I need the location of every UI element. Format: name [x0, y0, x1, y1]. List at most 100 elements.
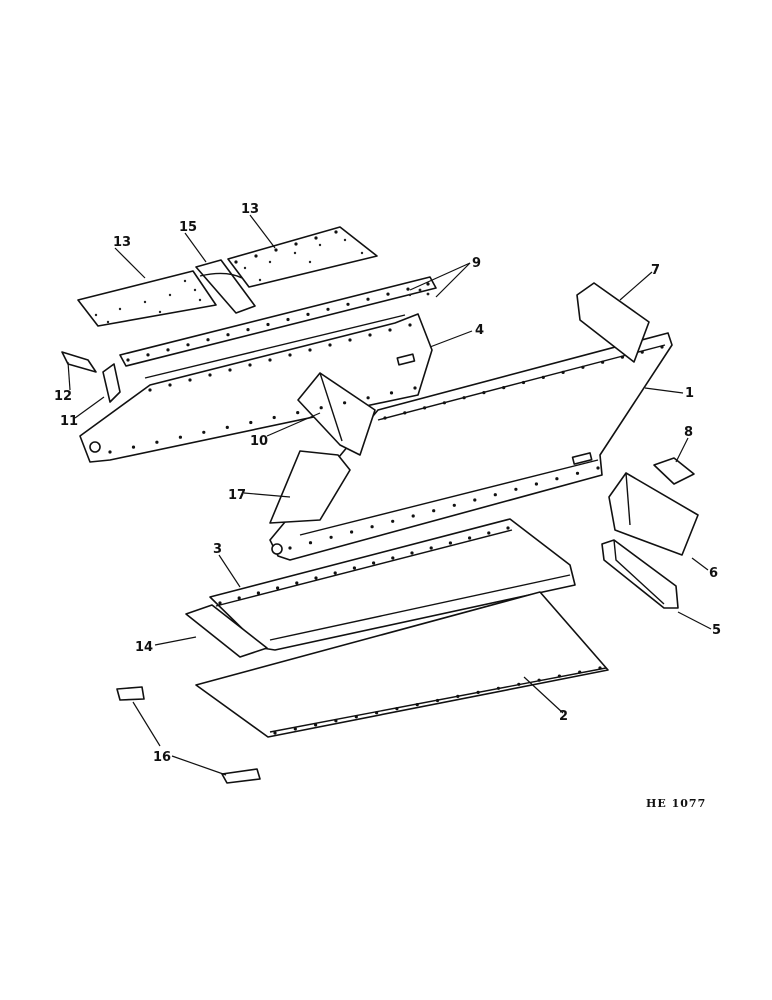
rivet-hole: [329, 535, 333, 539]
rivet-hole: [286, 317, 290, 322]
rivet-hole: [581, 365, 585, 369]
rivet-hole: [248, 363, 252, 367]
rivet-hole: [388, 328, 392, 332]
rivet-hole: [314, 236, 318, 240]
rivet-hole: [370, 525, 374, 529]
rivet-hole: [246, 328, 250, 332]
rivet-hole: [423, 406, 427, 410]
clip-12: [61, 351, 97, 373]
rivet-hole: [456, 694, 460, 699]
rivet-hole: [413, 386, 417, 390]
rivet-hole: [350, 530, 354, 534]
rivet-hole: [254, 254, 258, 258]
rivet-hole: [391, 519, 395, 523]
panel-13-left: [77, 270, 217, 327]
rivet-hole: [506, 526, 510, 530]
rivet-hole: [237, 596, 241, 600]
rivet-hole: [308, 541, 313, 545]
strip-9: [119, 276, 437, 367]
rivet-hole: [534, 482, 539, 486]
rivet-hole: [493, 493, 497, 497]
main-side-sheet-1: [269, 332, 673, 561]
callout-3: 3: [213, 542, 222, 557]
holes-plate-3: [218, 526, 510, 605]
rivet-hole: [274, 248, 278, 252]
holes-side-4-bottom: [108, 386, 417, 454]
rivet-hole: [383, 416, 387, 420]
rivet-hole: [206, 338, 210, 342]
rivet-hole: [319, 406, 323, 410]
callout-13-right: 13: [241, 202, 259, 217]
rivet-hole: [487, 531, 491, 535]
rivet-hole: [426, 282, 430, 286]
rivet-hole: [126, 358, 130, 362]
bracket-11: [102, 363, 121, 403]
panel-17: [269, 450, 351, 524]
rivet-hole: [386, 292, 390, 296]
rivet-hole: [234, 260, 238, 264]
plate-16-lower: [221, 768, 261, 784]
rivet-hole: [598, 666, 602, 670]
rivet-hole: [168, 383, 172, 387]
rivet-hole: [308, 348, 312, 352]
callout-6: 6: [709, 566, 718, 581]
rivet-hole: [108, 450, 112, 454]
rivet-hole: [293, 727, 297, 731]
rivet-hole: [288, 546, 292, 550]
rivet-hole: [462, 396, 466, 400]
rivet-hole: [561, 370, 565, 374]
plate-14: [185, 604, 268, 658]
rivet-hole: [333, 571, 337, 575]
side-sheet-4: [79, 313, 433, 463]
rivet-hole: [314, 723, 318, 727]
rivet-hole: [496, 686, 500, 690]
rivet-hole: [146, 353, 150, 357]
callout-1: 1: [685, 386, 694, 401]
rivet-hole: [403, 411, 407, 415]
rivet-hole: [408, 323, 412, 327]
rivet-hole: [296, 411, 300, 415]
rivet-hole: [343, 401, 347, 405]
rivet-hole: [273, 731, 277, 735]
rivet-hole: [228, 368, 232, 372]
rivet-hole: [578, 670, 582, 674]
rivet-hole: [468, 536, 472, 540]
rivet-hole: [208, 373, 212, 377]
rivet-hole: [473, 498, 477, 502]
rivet-hole: [368, 333, 372, 337]
rivet-hole: [555, 477, 559, 481]
rivet-hole: [328, 343, 332, 347]
holes-side-1-top: [383, 345, 664, 420]
rivet-hole: [306, 312, 310, 316]
rivet-hole: [660, 345, 664, 349]
rivet-hole: [288, 353, 292, 357]
rivet-hole: [391, 556, 395, 560]
rivet-hole: [406, 287, 410, 291]
plate-16-upper: [116, 686, 145, 701]
callout-7: 7: [651, 263, 660, 278]
rivet-hole: [640, 350, 644, 354]
holes-side-4-top: [148, 323, 412, 392]
rivet-hole: [295, 581, 299, 585]
rivet-hole: [226, 333, 230, 337]
rivet-hole: [276, 586, 280, 590]
rivet-hole: [266, 322, 270, 327]
rivet-hole: [432, 509, 436, 513]
callout-9: 9: [472, 256, 481, 271]
rivet-hole: [218, 601, 222, 605]
rivet-hole: [188, 378, 192, 382]
rivet-hole: [575, 471, 580, 475]
rivet-hole: [148, 388, 152, 392]
rivet-hole: [256, 591, 260, 595]
rivet-hole: [178, 435, 182, 439]
rivet-hole: [395, 707, 399, 711]
rivet-hole: [352, 566, 356, 570]
rivet-hole: [249, 420, 253, 425]
rivet-hole: [268, 358, 272, 362]
rivet-hole: [346, 302, 350, 306]
rivet-hole: [334, 719, 338, 723]
callout-16: 16: [153, 750, 171, 765]
rivet-hole: [482, 391, 486, 395]
rivet-hole: [131, 445, 136, 449]
